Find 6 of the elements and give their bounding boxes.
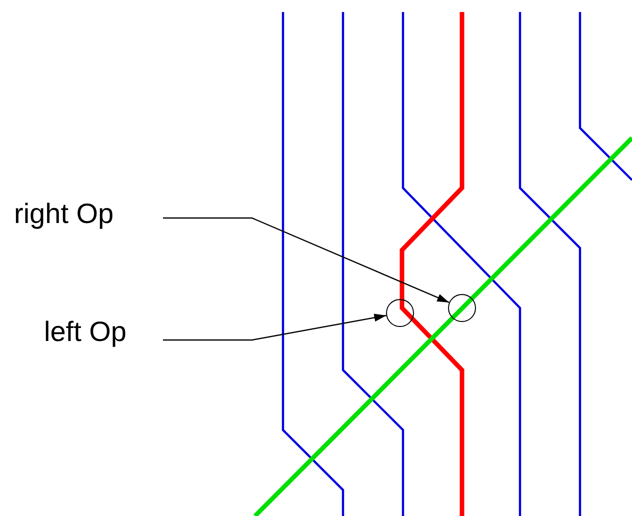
leader-line bbox=[163, 217, 450, 304]
operation-circle bbox=[448, 294, 476, 322]
operation-label: right Op bbox=[14, 198, 163, 230]
operation-label: left Op bbox=[44, 316, 163, 348]
operation-circle bbox=[386, 299, 414, 327]
leader-line bbox=[163, 314, 386, 341]
